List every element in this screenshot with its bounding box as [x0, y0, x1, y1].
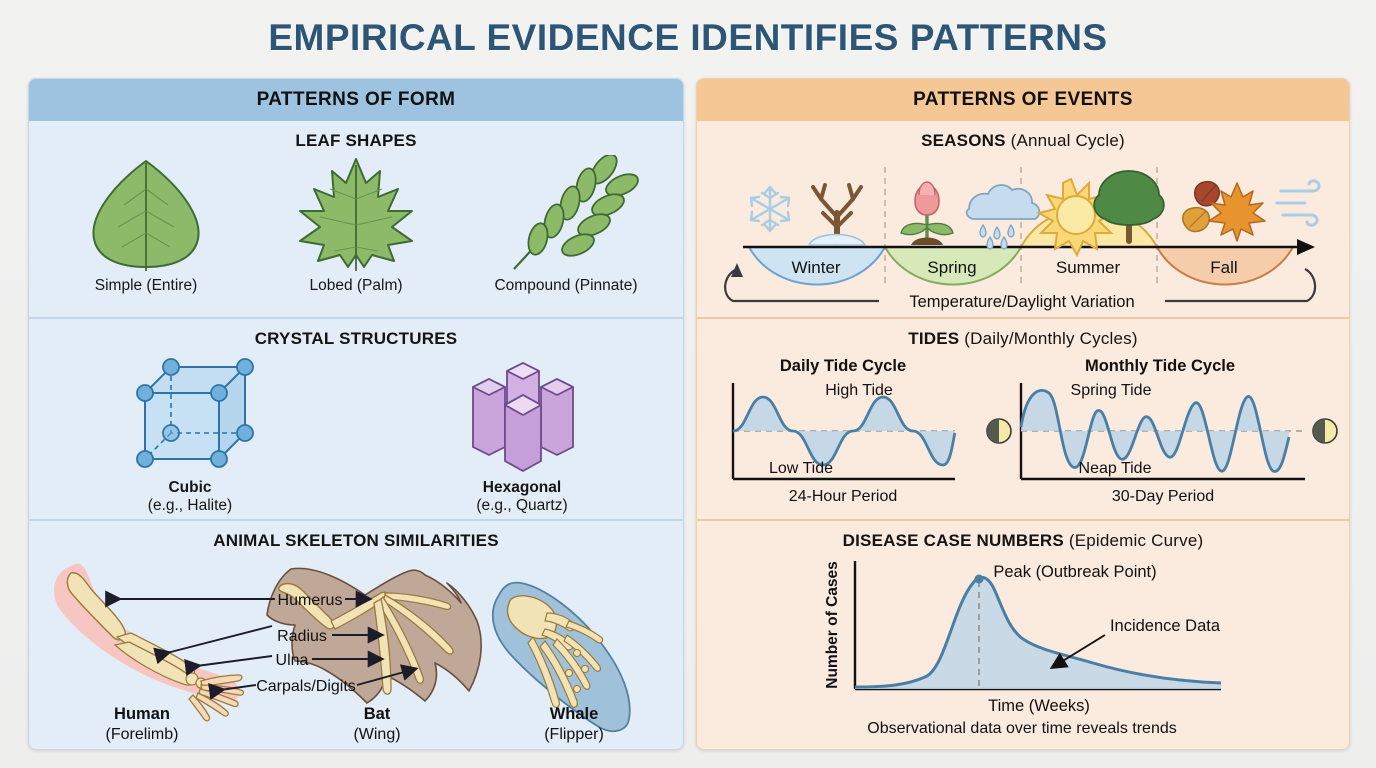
skeleton-name-whale: Whale: [550, 705, 599, 723]
crystal-name-cubic: Cubic: [168, 479, 212, 496]
section-leaf-shapes: LEAF SHAPES Simple (Entire): [29, 121, 683, 317]
section-title-animal-skeletons: ANIMAL SKELETON SIMILARITIES: [213, 531, 499, 550]
leaf-item-lobed: Lobed (Palm): [256, 155, 456, 295]
monthly-tide-title: Monthly Tide Cycle: [1085, 357, 1235, 375]
leaf-caption-lobed: Lobed (Palm): [309, 277, 403, 294]
monthly-tide-x-caption: 30-Day Period: [1112, 488, 1214, 505]
tides-charts: Daily Tide Cycle High Tide Low Tide 24-H…: [731, 357, 1338, 505]
daily-tide-chart: Daily Tide Cycle High Tide Low Tide 24-H…: [731, 357, 957, 505]
bare-tree-icon: [807, 183, 867, 246]
season-label-summer: Summer: [1056, 258, 1121, 277]
epidemic-curve-chart: Number of Cases Peak (Outbreak Point): [824, 561, 1222, 737]
wind-icon: [1275, 179, 1321, 227]
hexagonal-prism-icon: [472, 362, 574, 472]
skeleton-label-humerus: Humerus: [278, 592, 343, 609]
leaf-item-compound: Compound (Pinnate): [466, 155, 666, 295]
skeleton-part-whale: (Flipper): [544, 726, 604, 743]
crystal-example-cubic: (e.g., Halite): [147, 497, 233, 515]
half-moon-icon-2: [1312, 418, 1338, 444]
disease-footnote: Observational data over time reveals tre…: [867, 720, 1176, 737]
disease-title-light: (Epidemic Curve): [1063, 531, 1204, 550]
leaf-caption-compound: Compound (Pinnate): [494, 277, 638, 294]
crystal-caption-cubic: Cubic (e.g., Halite): [80, 479, 300, 516]
leaf-item-simple: Simple (Entire): [46, 155, 246, 295]
section-crystal-structures: CRYSTAL STRUCTURES: [29, 317, 683, 519]
section-title-tides: TIDES (Daily/Monthly Cycles): [697, 319, 1349, 349]
skeleton-label-carpals-digits: Carpals/Digits: [256, 678, 356, 695]
leaf-lobed-icon: [299, 158, 413, 271]
section-title-crystal-structures: CRYSTAL STRUCTURES: [254, 329, 458, 348]
skeleton-label-ulna: Ulna: [276, 652, 309, 669]
whale-flipper-icon: [491, 581, 631, 733]
monthly-tide-low-label: Neap Tide: [1079, 460, 1152, 477]
section-title-leaf-shapes: LEAF SHAPES: [295, 131, 417, 150]
daily-tide-title: Daily Tide Cycle: [780, 357, 906, 375]
seasons-cycle-chart: Winter Spring Summer Fall Temperature/Da…: [724, 167, 1321, 311]
tides-title-bold: TIDES: [908, 329, 960, 348]
falling-leaf-icon: [1194, 181, 1220, 207]
crystal-item-cubic: Cubic (e.g., Halite): [80, 351, 300, 516]
leaf-caption-simple: Simple (Entire): [94, 277, 198, 294]
section-disease-cases: DISEASE CASE NUMBERS (Epidemic Curve) Nu…: [697, 519, 1349, 749]
tulip-icon: [900, 181, 954, 245]
season-label-winter: Winter: [791, 258, 840, 277]
panel-patterns-of-form: PATTERNS OF FORM LEAF SHAPES Simple (Ent…: [28, 78, 684, 750]
crystal-item-hexagonal: Hexagonal (e.g., Quartz): [412, 351, 632, 516]
leafy-tree-icon: [1093, 170, 1165, 244]
panel-form-header: PATTERNS OF FORM: [29, 79, 683, 121]
epidemic-peak-label: Peak (Outbreak Point): [993, 563, 1156, 581]
rain-cloud-icon: [965, 184, 1041, 250]
page-title: EMPIRICAL EVIDENCE IDENTIFIES PATTERNS: [268, 17, 1108, 58]
crystal-example-hexagonal: (e.g., Quartz): [476, 497, 568, 515]
skeleton-figures: Humerus Radius Ulna Carpals/Digits Human…: [29, 551, 683, 743]
section-tides: TIDES (Daily/Monthly Cycles) Daily Tide …: [697, 317, 1349, 519]
seasons-title-light: (Annual Cycle): [1005, 131, 1125, 150]
leaf-compound-icon: [513, 155, 639, 270]
leaf-simple-icon: [92, 159, 200, 271]
cube-lattice-icon: [136, 358, 254, 468]
seasons-title-bold: SEASONS: [921, 131, 1006, 150]
section-seasons: SEASONS (Annual Cycle): [697, 121, 1349, 317]
skeleton-diagram: Humerus Radius Ulna Carpals/Digits Human…: [54, 563, 631, 743]
section-title-seasons: SEASONS (Annual Cycle): [697, 121, 1349, 151]
epidemic-x-label: Time (Weeks): [988, 697, 1090, 715]
daily-tide-high-label: High Tide: [825, 382, 893, 399]
skeleton-label-radius: Radius: [277, 628, 327, 645]
season-area-spring: [883, 246, 1023, 286]
daily-tide-low-label: Low Tide: [769, 460, 833, 477]
snowflake-icon: [749, 185, 791, 233]
panel-events-header: PATTERNS OF EVENTS: [697, 79, 1349, 121]
daily-tide-x-caption: 24-Hour Period: [789, 488, 898, 505]
skeleton-name-human: Human: [114, 705, 170, 723]
season-label-fall: Fall: [1210, 258, 1237, 277]
epidemic-y-label: Number of Cases: [824, 561, 841, 688]
season-area-fall: [1155, 246, 1295, 286]
sun-icon: [1036, 177, 1116, 258]
seasons-axis-arrow-icon: [1297, 239, 1315, 255]
tides-title-light: (Daily/Monthly Cycles): [959, 329, 1138, 348]
falling-leaf-icon-2: [1182, 207, 1210, 233]
cycle-arrow-icon: [731, 263, 743, 277]
season-label-spring: Spring: [927, 258, 976, 277]
crystal-name-hexagonal: Hexagonal: [482, 479, 562, 496]
section-animal-skeletons: ANIMAL SKELETON SIMILARITIES: [29, 519, 683, 749]
seasons-axis-caption: Temperature/Daylight Variation: [909, 293, 1134, 311]
crystal-caption-hexagonal: Hexagonal (e.g., Quartz): [412, 479, 632, 516]
epidemic-series-label: Incidence Data: [1110, 617, 1221, 635]
season-area-winter: [747, 246, 887, 286]
maple-leaf-icon: [1208, 182, 1266, 242]
skeleton-part-human: (Forelimb): [106, 726, 179, 743]
human-forelimb-icon: [54, 563, 245, 722]
monthly-tide-high-label: Spring Tide: [1071, 382, 1152, 399]
monthly-tide-chart: Monthly Tide Cycle: [986, 357, 1338, 505]
half-moon-icon: [986, 418, 1012, 444]
section-title-disease-cases: DISEASE CASE NUMBERS (Epidemic Curve): [697, 521, 1349, 551]
disease-title-bold: DISEASE CASE NUMBERS: [842, 531, 1064, 550]
skeleton-name-bat: Bat: [364, 705, 391, 723]
skeleton-part-bat: (Wing): [353, 726, 400, 743]
panel-patterns-of-events: PATTERNS OF EVENTS SEASONS (Annual Cycle…: [696, 78, 1350, 750]
